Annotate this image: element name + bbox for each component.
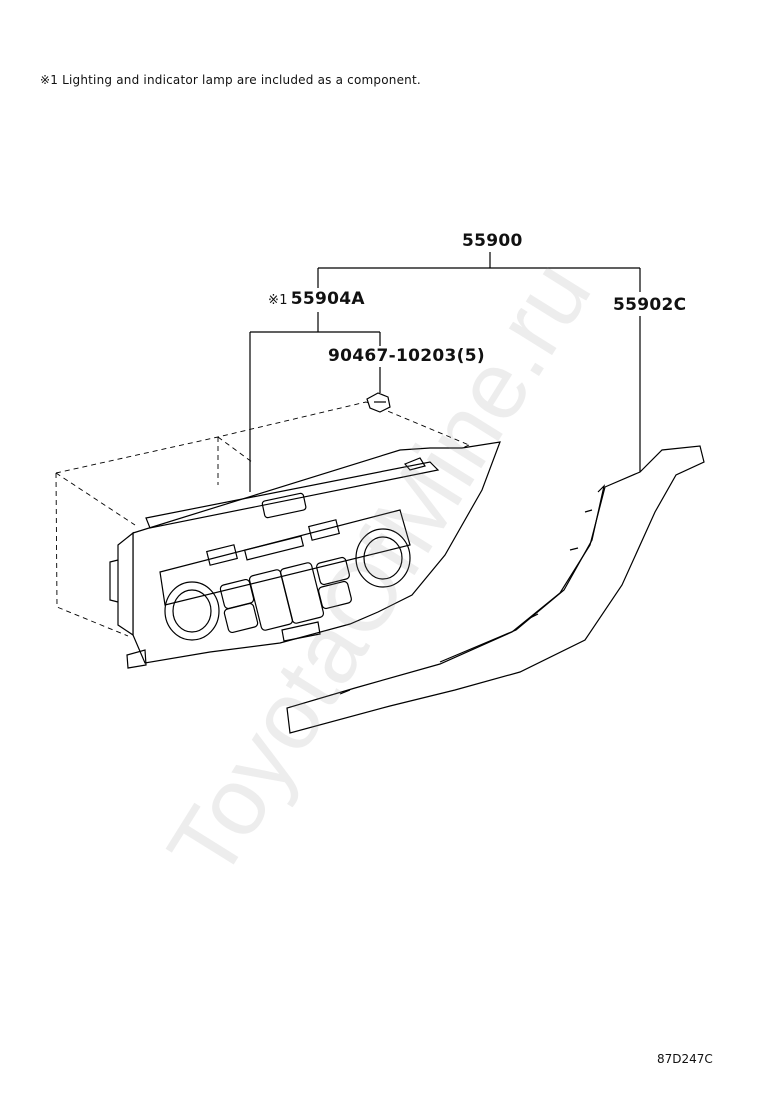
part-number-trim-panel: 55902C bbox=[613, 295, 687, 315]
trim-panel bbox=[286, 445, 705, 734]
part-number-clip: 90467-10203(5) bbox=[328, 346, 485, 366]
leader-lines bbox=[249, 252, 641, 492]
footnote-marker: ※1 bbox=[40, 73, 59, 87]
diagram-id: 87D247C bbox=[657, 1052, 713, 1066]
control-panel bbox=[109, 441, 501, 669]
part-marker: ※1 bbox=[268, 293, 288, 308]
footnote: ※1 Lighting and indicator lamp are inclu… bbox=[40, 73, 421, 87]
clip bbox=[366, 392, 391, 413]
phantom-box bbox=[55, 401, 470, 637]
part-number-text: 55904A bbox=[290, 289, 365, 309]
footnote-text: Lighting and indicator lamp are included… bbox=[62, 73, 421, 87]
part-number-assembly: 55900 bbox=[462, 231, 523, 251]
